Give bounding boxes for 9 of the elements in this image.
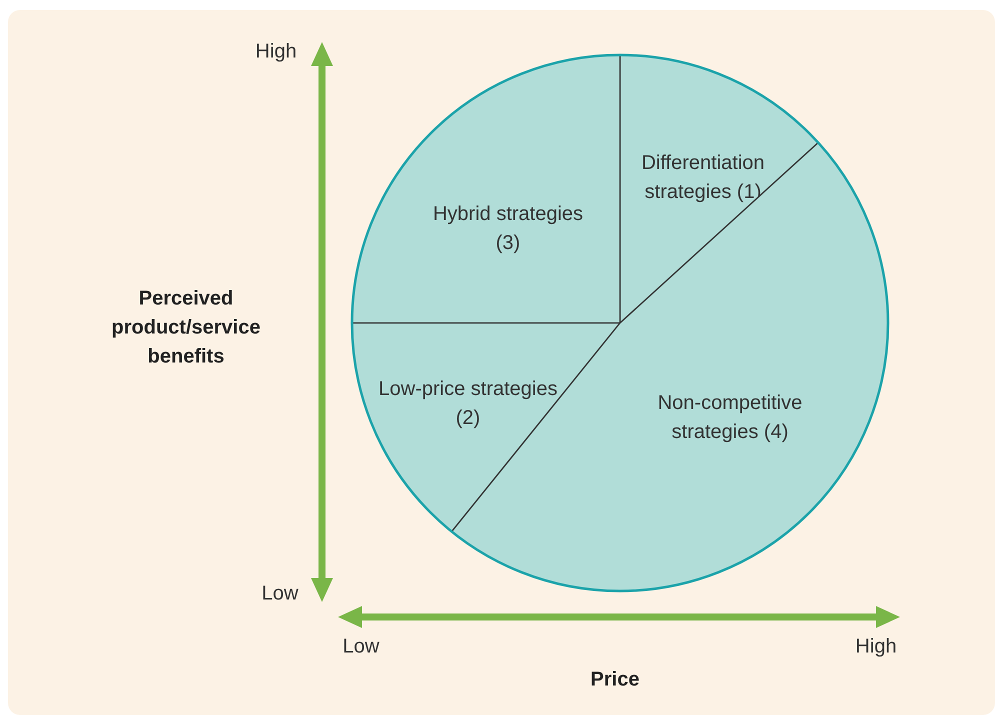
sector-label: Non-competitive strategies (4) bbox=[656, 391, 804, 445]
axis-label: High bbox=[855, 636, 897, 658]
axis-title: Perceived product/service benefits bbox=[110, 286, 262, 370]
axis-label: High bbox=[255, 40, 297, 64]
axis-label: Low bbox=[342, 636, 380, 658]
sector-label: Low-price strategies (2) bbox=[378, 377, 558, 431]
axis-label: Low bbox=[262, 582, 298, 606]
axis-title: Price bbox=[590, 668, 640, 692]
sector-label: Hybrid strategies (3) bbox=[432, 202, 584, 256]
